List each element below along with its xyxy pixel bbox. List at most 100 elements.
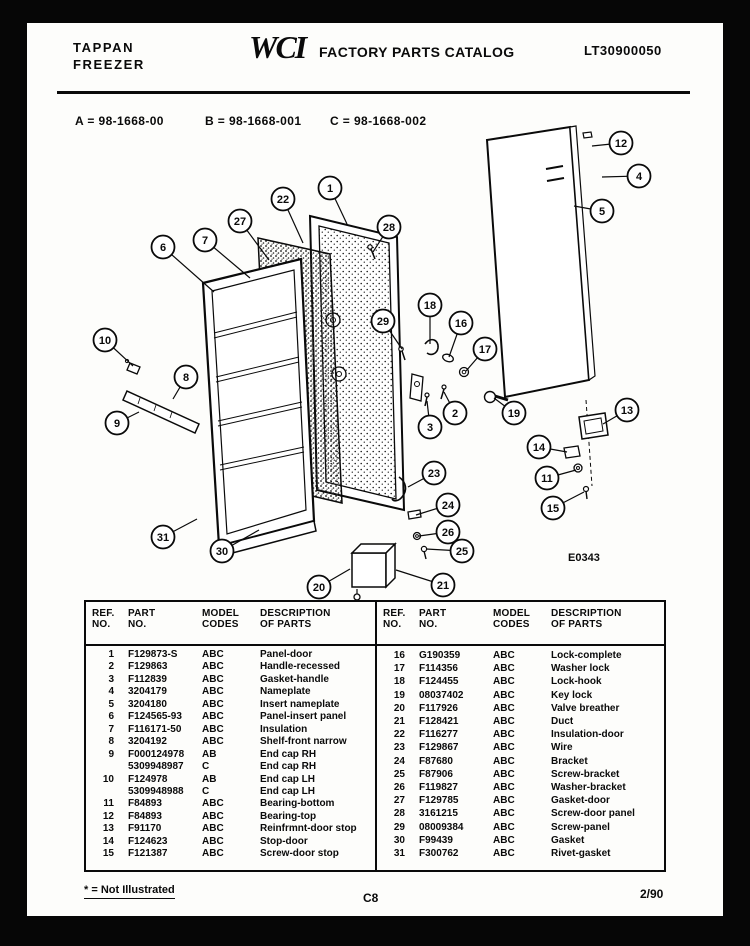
description: Screw-door panel bbox=[551, 808, 635, 820]
description: Reinfrmnt-door stop bbox=[260, 823, 357, 835]
model-codes: ABC bbox=[202, 673, 224, 685]
ref-no bbox=[92, 786, 128, 798]
model-codes: ABC bbox=[202, 848, 224, 860]
part-no: 08009384 bbox=[419, 821, 464, 833]
part-no: F87680 bbox=[419, 755, 453, 767]
part-no: F129867 bbox=[419, 742, 459, 754]
ref-no: 3 bbox=[108, 673, 114, 685]
not-illustrated-note: * = Not Illustrated bbox=[84, 884, 175, 899]
model-codes: ABC bbox=[202, 649, 224, 660]
description: Insert nameplate bbox=[260, 698, 340, 710]
description: Gasket-door bbox=[551, 795, 610, 807]
ref-no: 11 bbox=[103, 798, 114, 810]
description: Washer-bracket bbox=[551, 782, 626, 794]
model-codes: ABC bbox=[493, 729, 515, 741]
model-code-b: B = 98-1668-001 bbox=[205, 114, 302, 128]
description: Rivet-gasket bbox=[551, 848, 611, 860]
model-code-c: C = 98-1668-002 bbox=[330, 114, 427, 128]
page-code: C8 bbox=[363, 891, 379, 905]
part-no: F121387 bbox=[128, 848, 168, 860]
ref-no: 19 bbox=[393, 689, 405, 701]
model-codes: ABC bbox=[493, 768, 515, 780]
ref-no: 22 bbox=[393, 729, 405, 741]
description: Bearing-bottom bbox=[260, 798, 335, 810]
model-codes: ABC bbox=[202, 698, 224, 710]
description: Duct bbox=[551, 716, 574, 728]
part-no: 3161215 bbox=[419, 808, 458, 820]
model-codes: ABC bbox=[493, 650, 515, 661]
catalog-title: FACTORY PARTS CATALOG bbox=[319, 44, 515, 60]
description: Panel-insert panel bbox=[260, 711, 347, 723]
model-codes: ABC bbox=[202, 823, 224, 835]
ref-no: 23 bbox=[393, 742, 405, 754]
part-no: F124455 bbox=[419, 676, 459, 688]
part-no: F124565-93 bbox=[128, 711, 182, 723]
column-header: REF.NO. bbox=[92, 608, 115, 630]
model-codes: AB bbox=[202, 773, 217, 785]
description: Lock-hook bbox=[551, 676, 602, 688]
ref-no: 24 bbox=[393, 755, 405, 767]
part-no: F87906 bbox=[419, 768, 453, 780]
model-codes: ABC bbox=[202, 723, 224, 735]
model-codes: ABC bbox=[493, 716, 515, 728]
part-no: F128421 bbox=[419, 716, 459, 728]
part-no: F129785 bbox=[419, 795, 459, 807]
model-codes: ABC bbox=[493, 742, 515, 754]
part-no: F114356 bbox=[419, 663, 458, 675]
ref-no: 17 bbox=[393, 663, 405, 675]
brand-line-2: FREEZER bbox=[73, 57, 145, 72]
ref-no: 8 bbox=[108, 736, 114, 748]
model-codes: ABC bbox=[202, 686, 224, 698]
header-divider bbox=[57, 91, 690, 94]
ref-no: 16 bbox=[393, 650, 405, 661]
description: Wire bbox=[551, 742, 573, 754]
part-no: F129863 bbox=[128, 661, 168, 673]
description: Stop-door bbox=[260, 835, 308, 847]
part-no: F119827 bbox=[419, 782, 458, 794]
part-no: 08037402 bbox=[419, 689, 464, 701]
ref-no: 26 bbox=[393, 782, 405, 794]
ref-no: 4 bbox=[108, 686, 114, 698]
date-code: 2/90 bbox=[640, 887, 664, 901]
description: End cap LH bbox=[260, 785, 316, 797]
description: Valve breather bbox=[551, 702, 620, 714]
part-no: F124623 bbox=[128, 835, 168, 847]
ref-no: 1 bbox=[108, 649, 114, 660]
part-no: 3204180 bbox=[128, 698, 167, 710]
ref-no: 14 bbox=[102, 835, 114, 847]
part-no: F99439 bbox=[419, 834, 453, 846]
description: Screw-panel bbox=[551, 821, 610, 833]
part-no: F129873-S bbox=[128, 649, 178, 660]
part-no: F117926 bbox=[419, 702, 458, 714]
ref-no: 2 bbox=[108, 661, 114, 673]
part-no: F112839 bbox=[128, 673, 167, 685]
description: End cap RH bbox=[260, 748, 317, 760]
description: Panel-door bbox=[260, 649, 313, 660]
ref-no: 10 bbox=[102, 773, 114, 785]
model-codes: ABC bbox=[493, 702, 515, 714]
ref-no: 27 bbox=[393, 795, 405, 807]
model-codes: ABC bbox=[493, 755, 515, 767]
description: Washer lock bbox=[551, 663, 610, 675]
part-no: 3204179 bbox=[128, 686, 167, 698]
ref-no: 9 bbox=[108, 748, 114, 760]
description: Shelf-front narrow bbox=[260, 736, 347, 748]
